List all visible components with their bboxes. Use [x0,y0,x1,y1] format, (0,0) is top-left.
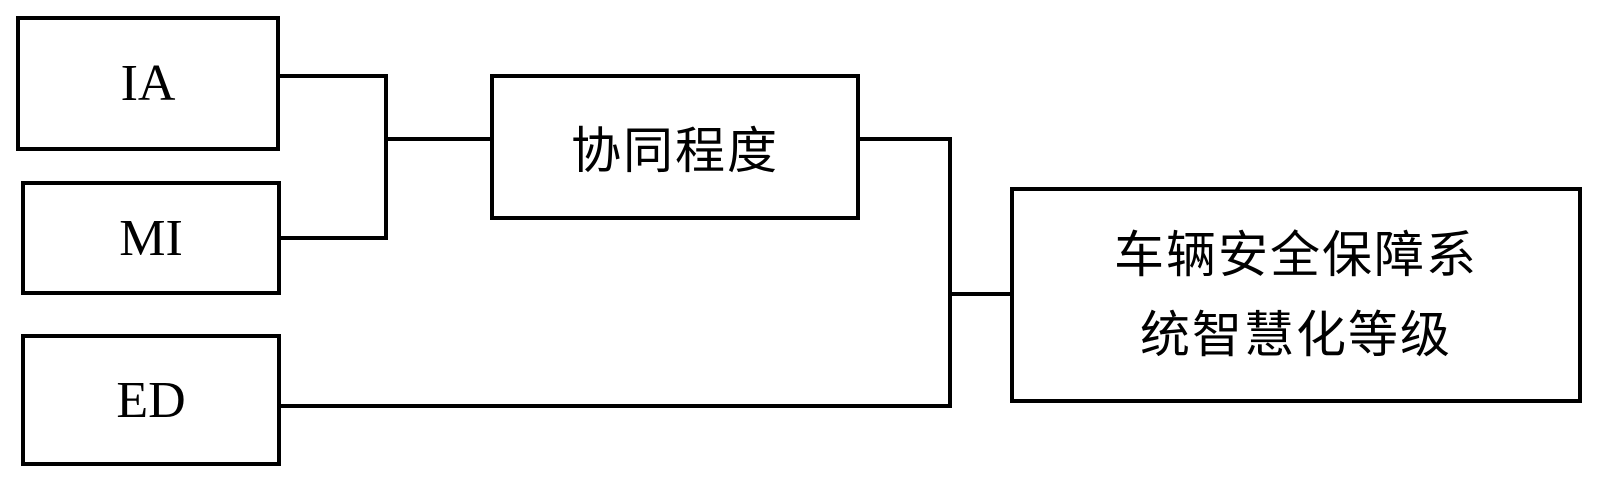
node-safety-intelligence-level: 车辆安全保障系 统智慧化等级 [1010,187,1582,403]
node-mi-label: MI [119,209,183,267]
node-output-line2: 统智慧化等级 [1140,306,1452,364]
connector-coop [858,137,952,408]
node-ia-label: IA [120,55,176,112]
node-coordination-degree: 协同程度 [490,74,860,220]
node-safety-intelligence-level-text: 车辆安全保障系 统智慧化等级 [1114,215,1478,375]
node-mi: MI [21,181,281,295]
node-ia: IA [16,16,280,151]
connector-ia [278,74,388,240]
node-ed: ED [21,334,281,466]
node-output-line1: 车辆安全保障系 [1114,226,1478,284]
node-ed-label: ED [116,371,186,429]
node-coordination-degree-label: 协同程度 [571,122,779,180]
